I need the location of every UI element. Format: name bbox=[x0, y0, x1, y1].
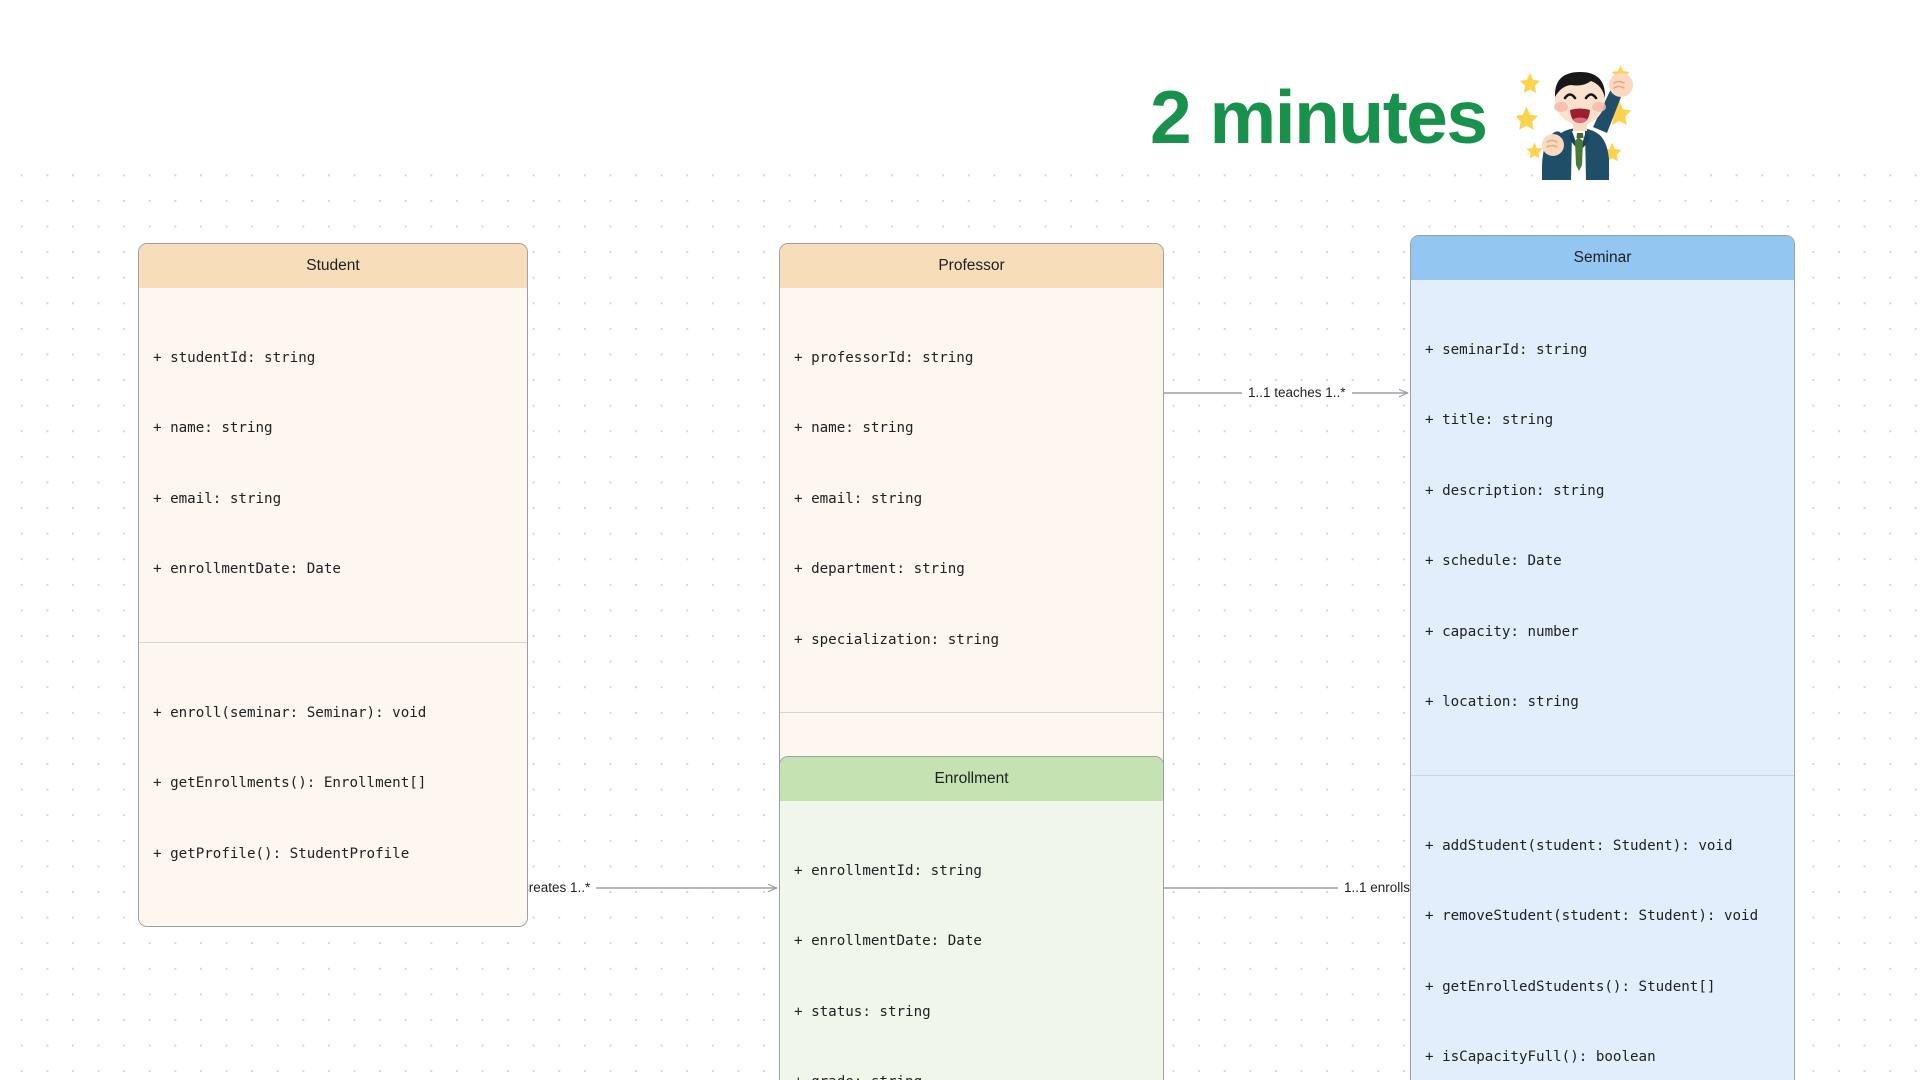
uml-attribute: + description: string bbox=[1425, 482, 1605, 499]
edge-label-teaches: 1..1 teaches 1..* bbox=[1242, 385, 1352, 401]
uml-attribute: + status: string bbox=[794, 1003, 931, 1020]
uml-methods-seminar: + addStudent(student: Student): void + r… bbox=[1411, 775, 1794, 1080]
uml-class-name-student: Student bbox=[139, 244, 527, 288]
uml-method: + getProfile(): StudentProfile bbox=[153, 845, 410, 862]
uml-method: + getEnrolledStudents(): Student[] bbox=[1425, 978, 1716, 995]
uml-attributes-professor: + professorId: string + name: string + e… bbox=[780, 287, 1163, 714]
uml-attributes-enrollment: + enrollmentId: string + enrollmentDate:… bbox=[780, 800, 1163, 1080]
uml-attribute: + enrollmentDate: Date bbox=[794, 933, 982, 950]
page-title: 2 minutes bbox=[1150, 75, 1488, 159]
uml-attribute: + grade: string bbox=[794, 1071, 1149, 1080]
uml-class-name-seminar: Seminar bbox=[1411, 236, 1794, 280]
uml-method: + getEnrollments(): Enrollment[] bbox=[153, 775, 427, 792]
uml-attribute: + seminarId: string bbox=[1425, 341, 1588, 358]
uml-attribute: + specialization: string bbox=[794, 631, 999, 648]
uml-attribute: + schedule: Date bbox=[1425, 553, 1562, 570]
uml-method: + removeStudent(student: Student): void bbox=[1425, 908, 1759, 925]
uml-attribute: + location: string bbox=[1425, 694, 1579, 711]
uml-attribute: + name: string bbox=[153, 420, 273, 437]
uml-attribute: + name: string bbox=[794, 420, 914, 437]
uml-class-seminar[interactable]: Seminar + seminarId: string + title: str… bbox=[1410, 235, 1795, 1080]
uml-attribute: + studentId: string bbox=[153, 349, 316, 366]
uml-method: + isCapacityFull(): boolean bbox=[1425, 1049, 1656, 1066]
uml-attribute: + enrollmentId: string bbox=[794, 862, 982, 879]
uml-attribute: + email: string bbox=[794, 490, 923, 507]
uml-attributes-student: + studentId: string + name: string + ema… bbox=[139, 287, 527, 643]
uml-attribute: + title: string bbox=[1425, 412, 1554, 429]
uml-class-student[interactable]: Student + studentId: string + name: stri… bbox=[138, 243, 528, 928]
uml-method: + addStudent(student: Student): void bbox=[1425, 837, 1733, 854]
uml-attribute: + department: string bbox=[794, 561, 965, 578]
uml-attributes-seminar: + seminarId: string + title: string + de… bbox=[1411, 279, 1794, 776]
header: 2 minutes bbox=[1150, 55, 1850, 180]
uml-class-name-professor: Professor bbox=[780, 244, 1163, 288]
uml-methods-student: + enroll(seminar: Seminar): void + getEn… bbox=[139, 642, 527, 927]
uml-attribute: + professorId: string bbox=[794, 349, 974, 366]
uml-method: + enroll(seminar: Seminar): void bbox=[153, 704, 427, 721]
uml-attribute: + capacity: number bbox=[1425, 623, 1579, 640]
uml-attribute: + email: string bbox=[153, 490, 282, 507]
celebrating-businessman-icon bbox=[1514, 55, 1652, 180]
uml-attribute: + enrollmentDate: Date bbox=[153, 561, 341, 578]
uml-class-name-enrollment: Enrollment bbox=[780, 757, 1163, 801]
uml-class-enrollment[interactable]: Enrollment + enrollmentId: string + enro… bbox=[779, 756, 1164, 1080]
